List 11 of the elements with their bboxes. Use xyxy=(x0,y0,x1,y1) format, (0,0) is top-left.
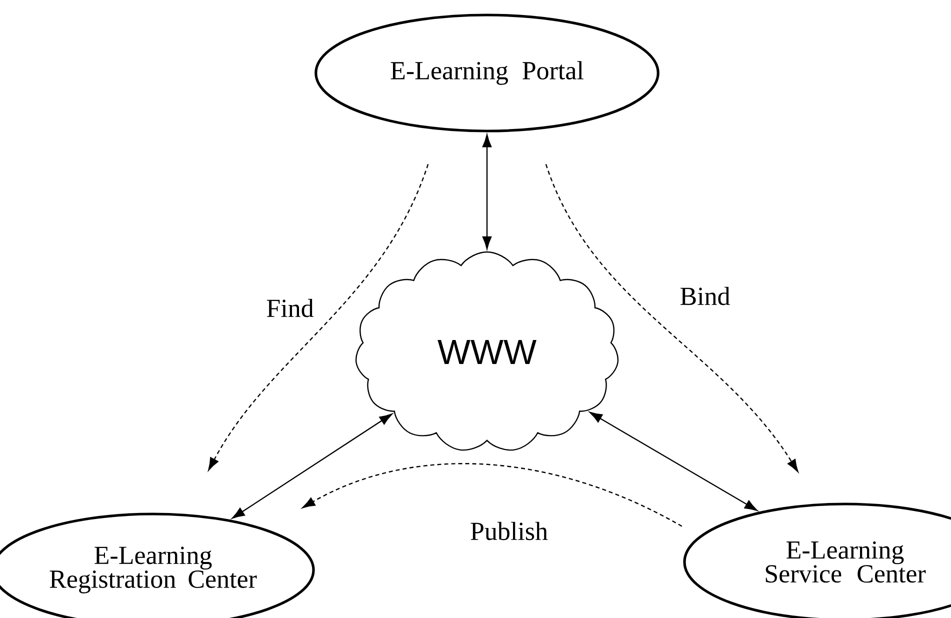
arrow xyxy=(302,463,682,527)
arrow xyxy=(545,164,798,472)
edge-label: Publish xyxy=(468,520,550,542)
arrow xyxy=(232,414,392,519)
arrow xyxy=(208,164,429,471)
edge-label: Bind xyxy=(678,284,732,308)
arrow xyxy=(589,412,758,511)
edge-label: Find xyxy=(264,296,316,320)
ellipse-node: E-Learning Portal xyxy=(314,14,660,132)
arrow xyxy=(482,134,492,250)
cloud-node: WWW xyxy=(355,251,619,451)
